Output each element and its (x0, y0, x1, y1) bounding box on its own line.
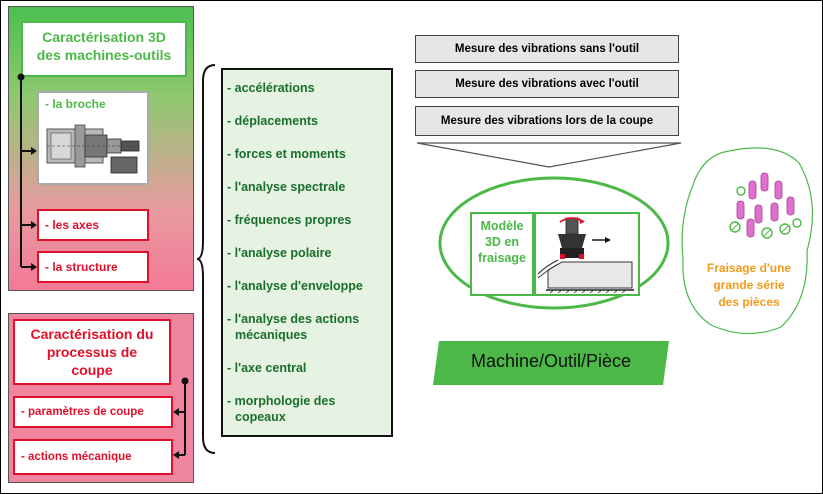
production-line3: des pièces (718, 295, 780, 309)
analysis-item-actions-cont: mécaniques (235, 328, 308, 342)
parts-cluster (729, 172, 802, 239)
cutting-params-box: - paramètres de coupe (13, 396, 173, 428)
machine-tools-title-line1: Caractérisation 3D (42, 29, 166, 45)
analysis-item-displacements: - déplacements (227, 114, 319, 128)
analysis-item-morphology-cont: copeaux (235, 410, 286, 424)
machine-tools-title-box (21, 21, 187, 77)
measure-without-tool: Mesure des vibrations sans l'outil (415, 35, 679, 63)
milling-tool-illustration (537, 217, 634, 294)
analysis-item-spectral: - l'analyse spectrale (227, 180, 346, 194)
banner-shape (433, 341, 669, 385)
machine-tool-part-banner: Machine/Outil/Pièce (470, 351, 632, 371)
model-label-line3: fraisage (478, 251, 526, 265)
analysis-item-polar: - l'analyse polaire (227, 246, 332, 260)
cutting-process-title-line3: coupe (71, 362, 113, 378)
measure-with-tool: Mesure des vibrations avec l'outil (415, 70, 679, 98)
analysis-item-morphology: - morphologie des (227, 394, 336, 408)
model-label-line2: 3D en (484, 235, 520, 249)
machine-tools-title-line2: des machines-outils (36, 47, 172, 63)
mechanical-actions-box: - actions mécanique (13, 439, 173, 475)
machine-tools-connectors (17, 73, 37, 271)
cutting-process-title-line2: processus de (46, 344, 138, 360)
spindle-image (46, 124, 140, 174)
broche-label: - la broche (45, 97, 106, 111)
structure-box: - la structure (37, 251, 149, 283)
analysis-item-actions: - l'analyse des actions (227, 312, 360, 326)
analysis-item-envelope: - l'analyse d'enveloppe (227, 279, 363, 293)
funnel-arrow (416, 142, 682, 168)
analysis-item-forces: - forces et moments (227, 147, 346, 161)
axes-box: - les axes (37, 209, 149, 241)
model-label-box (470, 212, 534, 296)
analysis-item-frequencies: - fréquences propres (227, 213, 352, 227)
cutting-process-title-box (13, 319, 171, 385)
analysis-list-panel: - accélérations - déplacements - forces … (221, 68, 393, 437)
curly-brace (197, 64, 216, 454)
production-line2: grande série (713, 278, 785, 292)
cutting-process-connectors (173, 377, 189, 459)
measure-during-cutting: Mesure des vibrations lors de la coupe (415, 106, 679, 136)
cutting-process-title-line1: Caractérisation du (30, 326, 154, 342)
analysis-item-central-axis: - l'axe central (227, 361, 307, 375)
analysis-item-accelerations: - accélérations (227, 81, 315, 95)
production-line1: Fraisage d'une (706, 261, 792, 275)
model-label-line1: Modèle (480, 219, 524, 233)
